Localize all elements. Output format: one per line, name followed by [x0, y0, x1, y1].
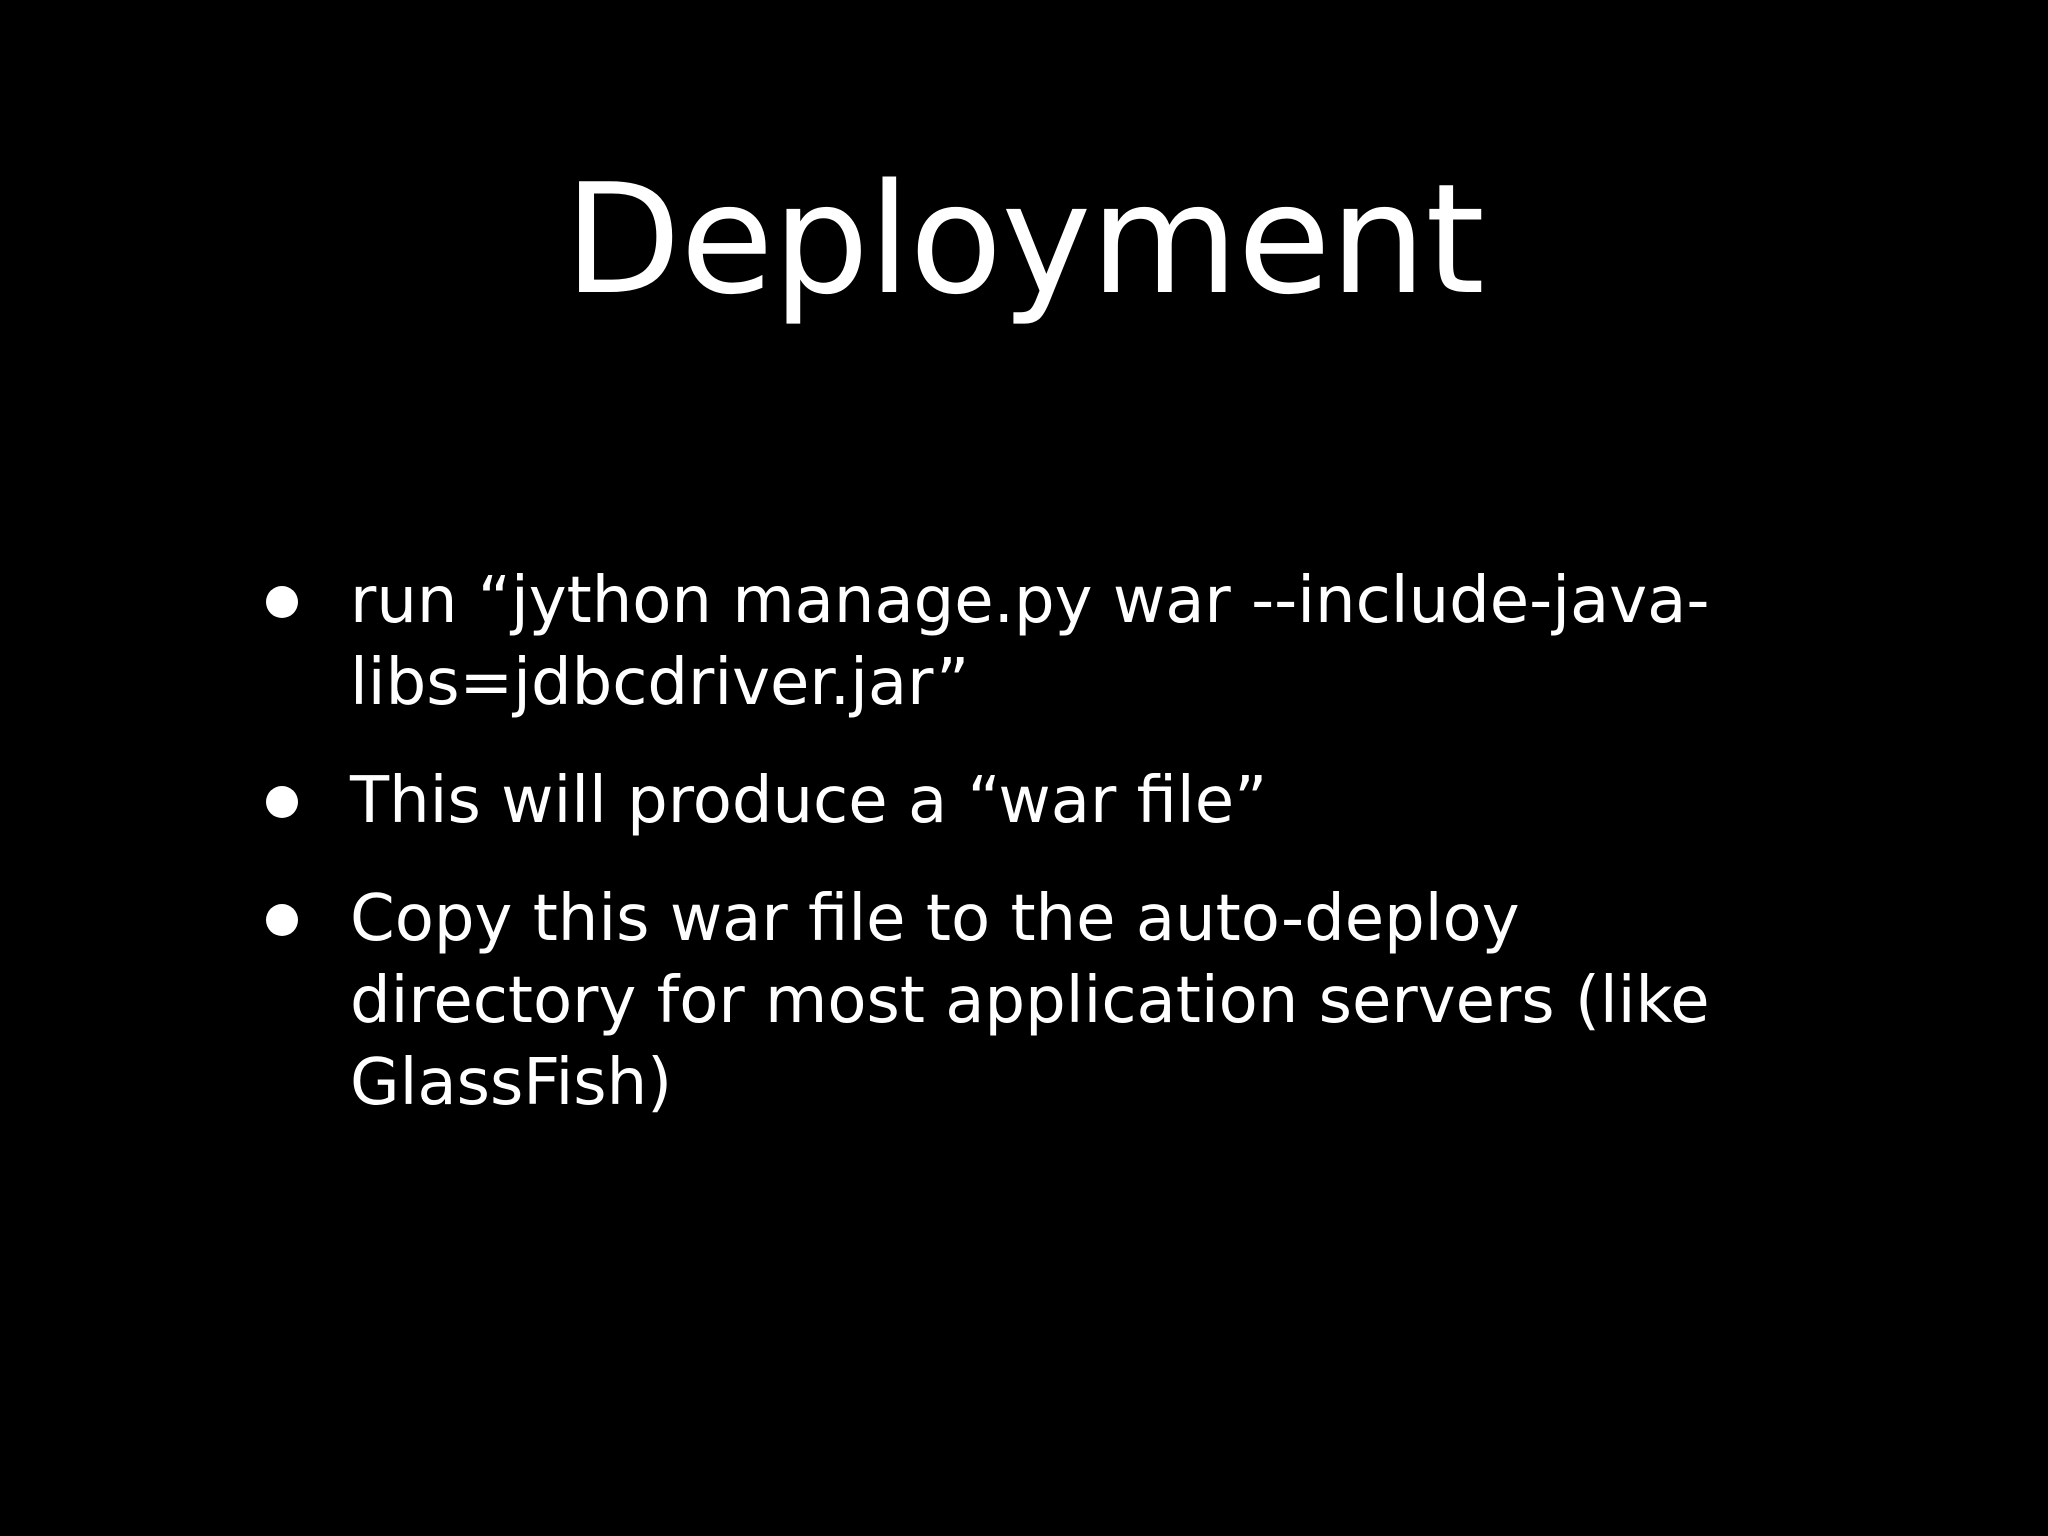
bullet-icon: [266, 904, 298, 936]
bullet-icon: [266, 786, 298, 818]
bullet-list: run “jython manage.py war --include-java…: [260, 560, 1860, 1160]
list-item: run “jython manage.py war --include-java…: [260, 560, 1860, 724]
bullet-text: run “jython manage.py war --include-java…: [350, 564, 1710, 720]
list-item: Copy this war file to the auto-deploy di…: [260, 878, 1860, 1124]
bullet-icon: [266, 586, 298, 618]
list-item: This will produce a “war file”: [260, 760, 1860, 842]
bullet-text: Copy this war file to the auto-deploy di…: [350, 882, 1710, 1120]
bullet-text: This will produce a “war file”: [350, 764, 1268, 838]
slide-title: Deployment: [564, 151, 1485, 328]
